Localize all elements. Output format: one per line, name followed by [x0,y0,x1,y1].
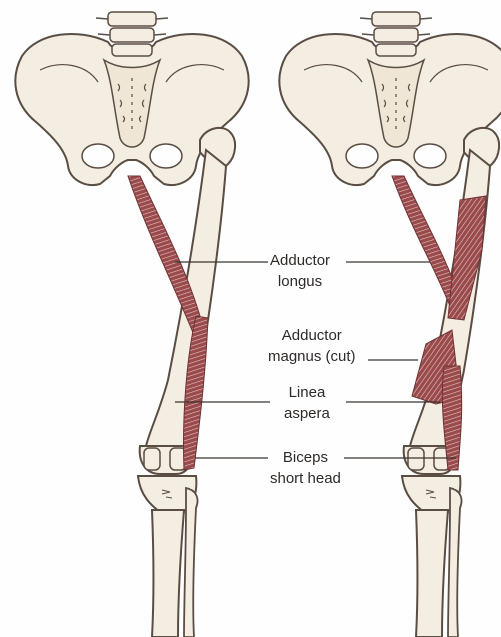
label-biceps-line1: Biceps [270,447,341,468]
left-figure [15,12,248,637]
pelvis-right [279,12,501,185]
label-adductor-magnus-line2: magnus (cut) [268,346,356,367]
label-adductor-longus: Adductor longus [268,250,332,292]
label-linea-aspera: Linea aspera [282,382,332,424]
label-adductor-magnus-line1: Adductor [268,325,356,346]
adductor-longus-muscle-right [392,176,460,306]
label-biceps-short-head: Biceps short head [268,447,343,489]
label-adductor-magnus-cut: Adductor magnus (cut) [266,325,358,367]
adductor-magnus-upper-right [448,196,486,320]
label-adductor-longus-line1: Adductor [270,250,330,271]
label-linea-aspera-line1: Linea [284,382,330,403]
label-linea-aspera-line2: aspera [284,403,330,424]
label-adductor-longus-line2: longus [270,271,330,292]
label-biceps-line2: short head [270,468,341,489]
